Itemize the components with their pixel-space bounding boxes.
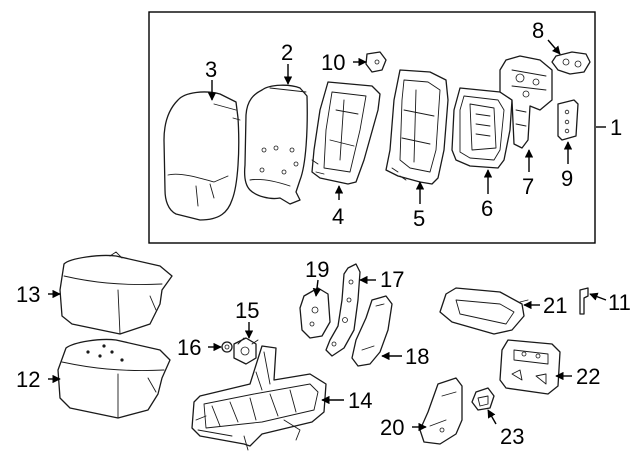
callout-13: 13 [16, 282, 40, 307]
leader-lines [48, 39, 607, 432]
part-4-seatback-frame[interactable] [311, 81, 381, 185]
callout-10: 10 [321, 50, 345, 75]
callout-1: 1 [610, 115, 622, 140]
part-12-cushion-pad[interactable] [57, 338, 171, 419]
part-20-trim[interactable] [419, 377, 463, 445]
callout-23: 23 [500, 424, 524, 449]
callout-5: 5 [413, 206, 425, 231]
part-11-pin[interactable] [579, 287, 589, 315]
callout-20: 20 [380, 415, 404, 440]
callout-4: 4 [332, 204, 344, 229]
callout-2: 2 [281, 40, 293, 65]
callout-7: 7 [522, 174, 534, 199]
part-7-bracket[interactable] [499, 55, 553, 149]
callout-3: 3 [205, 57, 217, 82]
seatback-assembly-frame [148, 11, 596, 244]
callout-15: 15 [235, 298, 259, 323]
callout-17: 17 [380, 267, 404, 292]
callout-12: 12 [16, 367, 40, 392]
callout-6: 6 [481, 196, 493, 221]
part-13-cushion-cover[interactable] [59, 251, 173, 335]
part-22-side-panel[interactable] [499, 339, 561, 395]
part-2-seatback-pad[interactable] [244, 84, 308, 205]
callout-18: 18 [405, 344, 429, 369]
part-14-cushion-frame[interactable] [191, 345, 327, 451]
part-19-shield[interactable] [299, 287, 331, 339]
callout-11: 11 [608, 290, 631, 315]
callout-9: 9 [561, 166, 573, 191]
part-5-inner-frame[interactable] [385, 69, 449, 185]
callout-8: 8 [532, 18, 544, 43]
callout-21: 21 [543, 293, 567, 318]
callout-labels: 1 2 3 4 5 6 7 8 9 10 11 12 13 14 15 16 1… [16, 18, 631, 449]
part-15-recliner[interactable] [233, 337, 259, 365]
part-16-knob[interactable] [221, 341, 233, 353]
part-17-link[interactable] [325, 263, 361, 357]
part-6-back-panel[interactable] [451, 87, 513, 169]
part-9-plate[interactable] [557, 99, 579, 141]
part-10-clip[interactable] [365, 51, 387, 73]
part-18-side-trim[interactable] [351, 295, 393, 367]
callout-19: 19 [305, 257, 329, 282]
part-23-clip[interactable] [471, 387, 495, 411]
callout-22: 22 [576, 364, 600, 389]
part-21-tray[interactable] [439, 287, 529, 335]
part-3-seatback-cover[interactable] [163, 91, 241, 221]
callout-16: 16 [177, 335, 201, 360]
part-8-hinge[interactable] [551, 51, 591, 75]
callout-14: 14 [348, 388, 372, 413]
